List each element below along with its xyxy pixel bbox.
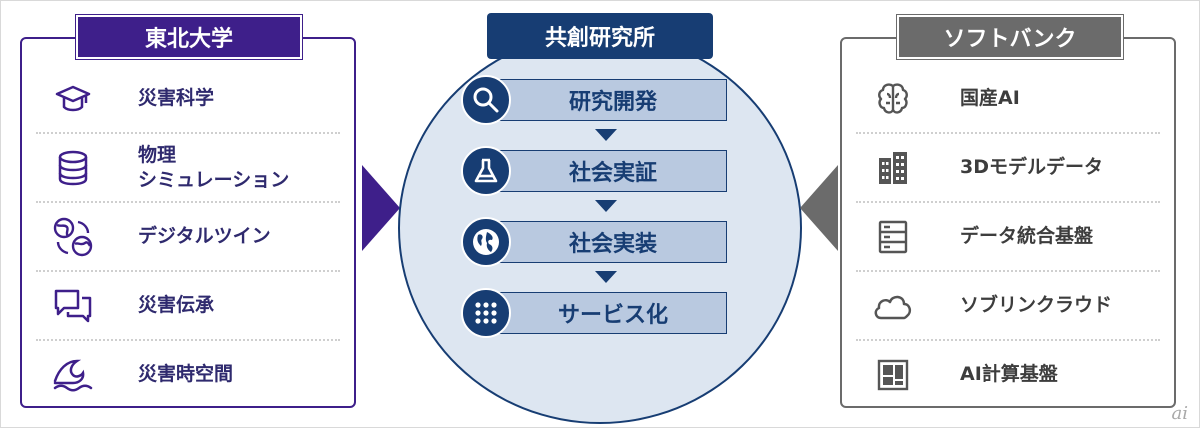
down-arrow	[595, 129, 617, 141]
list-item: 災害伝承	[36, 272, 340, 341]
process-step: 社会実装	[461, 217, 727, 267]
item-label: デジタルツイン	[138, 225, 271, 247]
brain-icon	[870, 76, 916, 122]
process-step: 社会実証	[461, 146, 727, 196]
item-label: 3Dモデルデータ	[960, 156, 1103, 178]
co-creation-title: 共創研究所	[487, 13, 713, 59]
database-icon	[50, 145, 96, 191]
wave-icon	[50, 352, 96, 398]
globe-twin-icon	[50, 214, 96, 260]
item-label-block: 物理 シミュレーション	[138, 143, 289, 193]
right-arrow	[362, 165, 400, 251]
world-map-icon	[461, 217, 511, 267]
down-arrow	[595, 271, 617, 283]
process-step: 研究開発	[461, 75, 727, 125]
item-label: データ統合基盤	[960, 225, 1094, 247]
list-item: 3Dモデルデータ	[856, 134, 1160, 203]
list-item: 災害時空間	[36, 341, 340, 408]
step-label: 社会実証	[491, 150, 727, 192]
list-item: データ統合基盤	[856, 203, 1160, 272]
speech-bubbles-icon	[50, 283, 96, 329]
item-label: 国産AI	[960, 87, 1020, 109]
item-label: 災害時空間	[138, 363, 234, 385]
process-steps: 研究開発 社会実証 社会実装 サービス化	[461, 75, 727, 359]
list-item: AI計算基盤	[856, 341, 1160, 408]
watermark-logo: ai	[1171, 403, 1189, 424]
tohoku-title: 東北大学	[75, 14, 303, 60]
process-step: サービス化	[461, 288, 727, 338]
graduation-cap-icon	[50, 76, 96, 122]
softbank-title: ソフトバンク	[896, 14, 1124, 60]
step-label: サービス化	[491, 292, 727, 334]
list-item: 災害科学	[36, 65, 340, 134]
step-label: 研究開発	[491, 79, 727, 121]
server-icon	[870, 214, 916, 260]
step-label: 社会実装	[491, 221, 727, 263]
chip-board-icon	[870, 352, 916, 398]
list-item: 物理 シミュレーション	[36, 134, 340, 203]
list-item: 国産AI	[856, 65, 1160, 134]
magnifier-icon	[461, 75, 511, 125]
item-label-line2: シミュレーション	[138, 168, 290, 191]
buildings-icon	[870, 145, 916, 191]
item-label: AI計算基盤	[960, 363, 1058, 385]
item-label: 災害伝承	[138, 294, 215, 316]
tohoku-panel: 災害科学 物理 シミュレーション	[20, 37, 356, 408]
list-item: デジタルツイン	[36, 203, 340, 272]
flask-icon	[461, 146, 511, 196]
softbank-list: 国産AI 3Dモデルデータ	[842, 65, 1174, 408]
tohoku-list: 災害科学 物理 シミュレーション	[22, 65, 354, 408]
down-arrow	[595, 200, 617, 212]
softbank-panel: 国産AI 3Dモデルデータ	[840, 37, 1176, 408]
item-label: 物理	[138, 143, 177, 166]
left-arrow	[800, 165, 838, 251]
item-label: ソブリンクラウド	[960, 294, 1113, 316]
cloud-icon	[870, 283, 916, 329]
item-label: 災害科学	[138, 87, 215, 109]
list-item: ソブリンクラウド	[856, 272, 1160, 341]
dot-grid-icon	[461, 288, 511, 338]
